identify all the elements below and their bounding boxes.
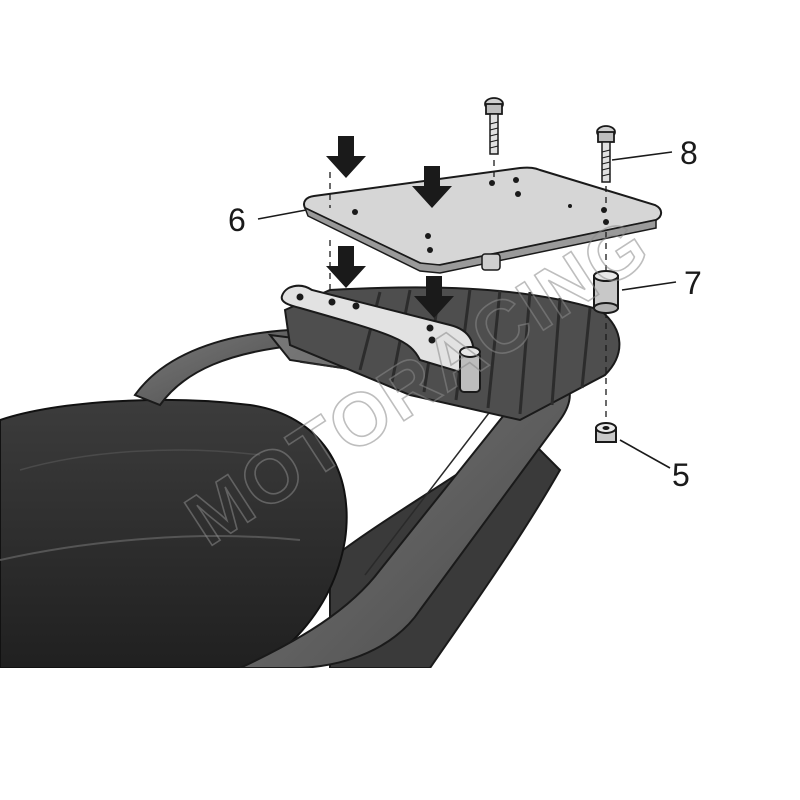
spacer-sleeve bbox=[593, 270, 619, 314]
seat-stitch-line bbox=[0, 535, 301, 561]
motorcycle-seat bbox=[0, 399, 348, 668]
callout-part-8: 8 bbox=[680, 135, 698, 171]
seat-stitch-line bbox=[19, 449, 261, 471]
bolt-screw bbox=[596, 125, 616, 183]
down-arrow-icon bbox=[326, 136, 366, 178]
mounting-bracket bbox=[280, 284, 475, 374]
callout-part-5: 5 bbox=[672, 457, 690, 493]
down-arrow-icon bbox=[414, 276, 454, 318]
bracket-bolt-hole bbox=[352, 302, 360, 310]
rack-post-top bbox=[459, 346, 481, 358]
nut bbox=[595, 422, 617, 443]
bolt-screw bbox=[484, 97, 504, 155]
top-plate-edge bbox=[303, 206, 657, 274]
bracket-bolt-hole bbox=[296, 293, 304, 301]
bracket-bolt-hole bbox=[426, 324, 434, 332]
callout-part-6: 6 bbox=[228, 202, 246, 238]
plate-spacer bbox=[481, 253, 501, 271]
callout-part-7: 7 bbox=[684, 265, 702, 301]
top-plate-holes bbox=[352, 177, 609, 253]
bracket-bolt-hole bbox=[428, 336, 436, 344]
grab-rail-frame bbox=[239, 333, 571, 668]
down-arrow-icon bbox=[412, 166, 452, 208]
down-arrow-icon bbox=[326, 246, 366, 288]
leader-lines bbox=[257, 151, 677, 469]
bracket-bolt-hole bbox=[328, 298, 336, 306]
